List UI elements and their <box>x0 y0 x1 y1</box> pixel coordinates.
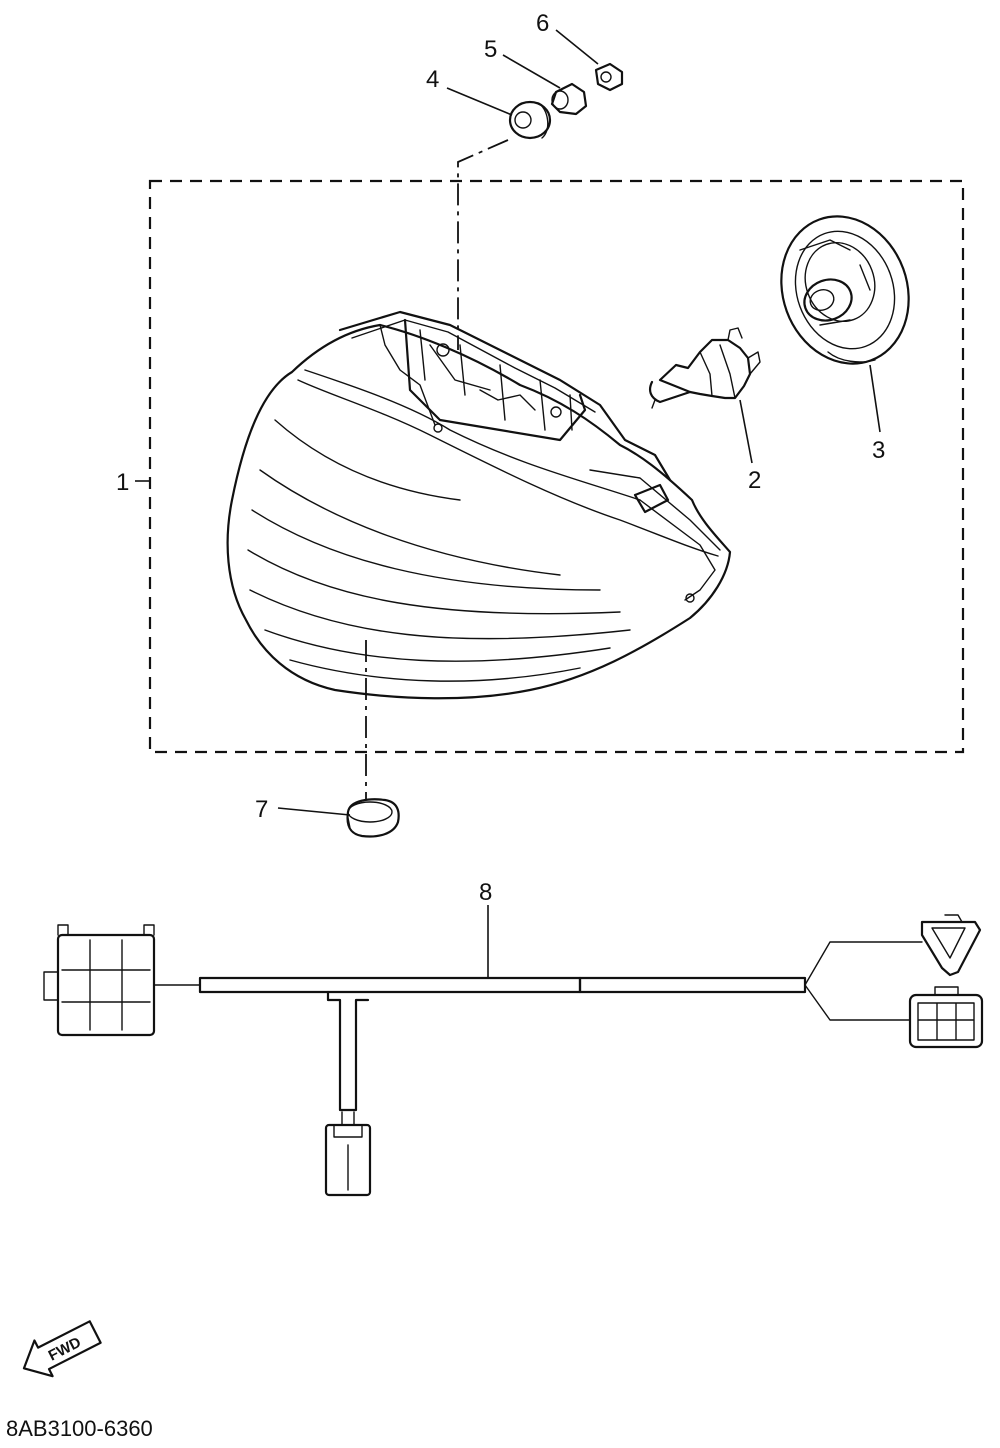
headlight-assembly <box>226 310 732 700</box>
callout-7: 7 <box>255 796 268 823</box>
callout-5: 5 <box>484 36 497 63</box>
leader-lines <box>135 29 881 978</box>
callout-2: 2 <box>748 467 761 494</box>
nut <box>594 62 624 92</box>
bulb <box>649 327 761 409</box>
callout-4: 4 <box>426 66 439 93</box>
callout-1: 1 <box>116 469 129 496</box>
bulb-cover <box>780 215 910 365</box>
callout-3: 3 <box>872 437 885 464</box>
plug <box>346 798 400 838</box>
grommet <box>508 100 552 140</box>
assembly-boundary <box>148 179 965 754</box>
callout-8: 8 <box>479 879 492 906</box>
callout-labels: 1 2 3 4 5 6 7 8 <box>116 10 885 906</box>
collar <box>550 82 588 116</box>
fwd-arrow-icon: FWD <box>22 1320 102 1378</box>
callout-6: 6 <box>536 10 549 37</box>
diagram-code: 8AB3100-6360 <box>6 1416 153 1441</box>
wire-harness <box>43 914 984 1197</box>
